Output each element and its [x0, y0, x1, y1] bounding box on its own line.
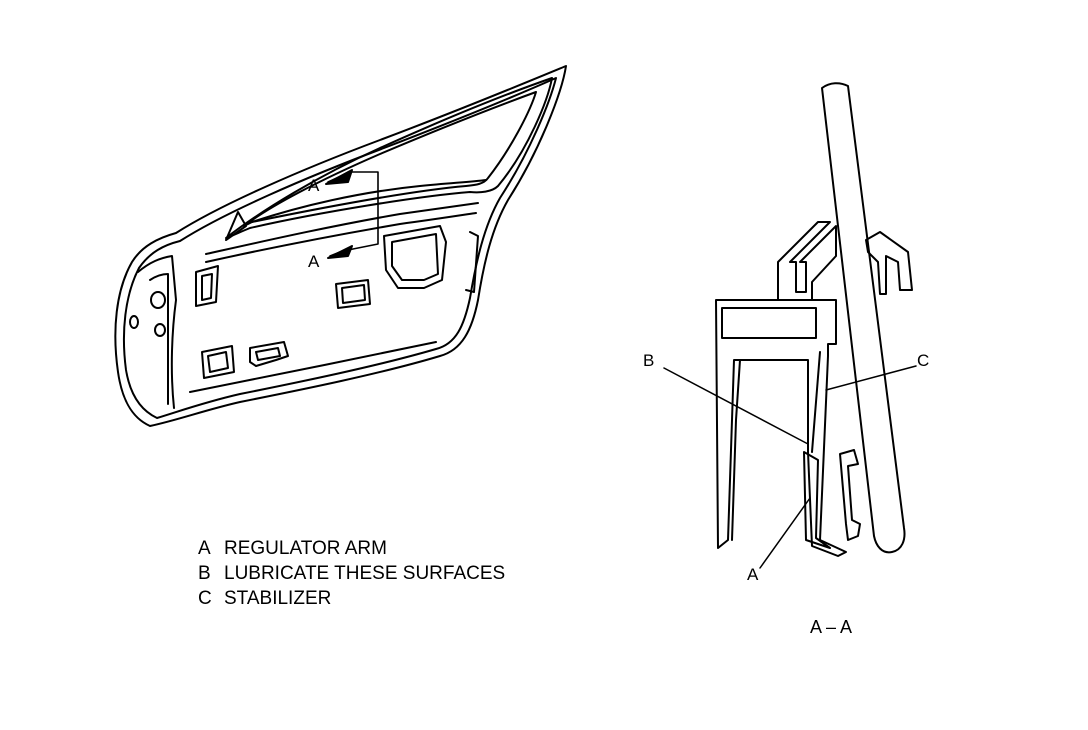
- hinge-hole-mid: [154, 323, 166, 337]
- door-outer-outline: [114, 65, 567, 427]
- panel-opening-center: [335, 279, 371, 309]
- legend-key: B: [198, 563, 211, 584]
- arrowhead-bottom: [327, 245, 353, 259]
- hinge-pillar-inner: [149, 273, 169, 405]
- callout-c: C: [917, 351, 930, 370]
- leader-b: [663, 367, 809, 445]
- hinge-pillar: [137, 255, 177, 409]
- door-illustration: [114, 65, 567, 427]
- door-outer-outline-inner: [122, 77, 557, 419]
- glass-panel: [821, 82, 906, 554]
- regulator-guide: [839, 449, 861, 541]
- section-bracket: [347, 171, 379, 251]
- panel-opening-lower-mid: [249, 341, 289, 367]
- window-inner-edge: [251, 179, 487, 223]
- upper-right-clip: [865, 231, 913, 295]
- legend-item-b: B LUBRICATE THESE SURFACES: [198, 561, 505, 586]
- window-opening: [243, 91, 537, 227]
- upper-left-clip: [777, 221, 837, 301]
- callout-a-top: A: [308, 176, 320, 195]
- belt-molding: [205, 202, 479, 255]
- arrowhead-top: [325, 169, 353, 185]
- window-frame: [225, 77, 553, 239]
- leader-a: [759, 497, 811, 569]
- section-title: A – A: [810, 617, 853, 637]
- callout-a-section: A: [747, 565, 759, 584]
- section-view: [663, 82, 917, 569]
- channel-inner-wall: [731, 359, 741, 541]
- callout-b: B: [643, 351, 655, 370]
- stabilizer-strip: [803, 451, 831, 549]
- door-latch-edge: [465, 231, 479, 293]
- panel-opening-left-bottom: [201, 345, 235, 379]
- hinge-hole-lower: [129, 315, 139, 329]
- hinge-hole-upper: [150, 291, 166, 309]
- legend-text: STABILIZER: [224, 588, 332, 609]
- leader-c: [825, 365, 917, 391]
- door-inner-lower-rail: [189, 341, 437, 393]
- legend-item-c: C STABILIZER: [198, 586, 505, 611]
- legend: A REGULATOR ARM B LUBRICATE THESE SURFAC…: [198, 536, 505, 611]
- channel-top-box: [721, 307, 817, 339]
- legend-item-a: A REGULATOR ARM: [198, 536, 505, 561]
- belt-molding-lower: [205, 212, 477, 263]
- channel-body: [715, 299, 847, 557]
- vent-triangle: [225, 211, 247, 241]
- legend-key: C: [198, 588, 212, 609]
- legend-key: A: [198, 538, 211, 559]
- legend-text: REGULATOR ARM: [224, 538, 387, 559]
- callout-a-bottom: A: [308, 252, 320, 271]
- legend-text: LUBRICATE THESE SURFACES: [224, 563, 506, 584]
- panel-opening-left-top: [195, 265, 219, 307]
- panel-opening-right: [383, 225, 447, 289]
- channel-inner-right: [811, 351, 821, 453]
